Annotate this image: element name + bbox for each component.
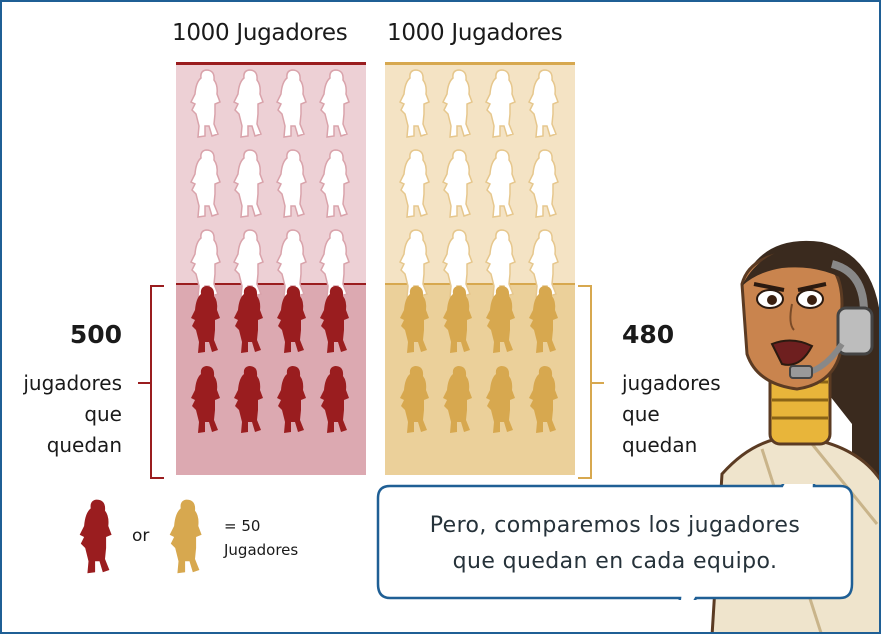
gold-lost-player-icon bbox=[436, 68, 476, 140]
gold-lost-player-icon bbox=[393, 148, 433, 220]
gold-lost-player-icon bbox=[522, 68, 562, 140]
speech-bubble bbox=[376, 484, 854, 600]
red-lost-player-icon bbox=[227, 148, 267, 220]
gold-lost-player-icon bbox=[522, 148, 562, 220]
gold-team-header: 1000 Jugadores bbox=[387, 20, 563, 46]
gold-player-icon bbox=[479, 364, 519, 436]
gold-lost-player-icon bbox=[436, 148, 476, 220]
gold-remaining-count: 480 bbox=[622, 320, 675, 349]
gold-team-column bbox=[385, 62, 575, 475]
red-lost-player-icon bbox=[270, 68, 310, 140]
gold-lost-player-icon bbox=[479, 68, 519, 140]
red-player-icon bbox=[227, 364, 267, 436]
red-team-header: 1000 Jugadores bbox=[172, 20, 348, 46]
red-lost-player-icon bbox=[227, 68, 267, 140]
gold-divider bbox=[385, 283, 575, 285]
red-lost-player-icon bbox=[184, 68, 224, 140]
speech-text: Pero, comparemos los jugadores que queda… bbox=[429, 513, 801, 574]
red-divider bbox=[176, 283, 366, 285]
gold-player-icon bbox=[393, 364, 433, 436]
red-bracket bbox=[138, 285, 164, 479]
gold-player-icon bbox=[522, 284, 562, 356]
red-team-column bbox=[176, 62, 366, 475]
red-player-icon bbox=[270, 364, 310, 436]
red-lost-player-icon bbox=[313, 68, 353, 140]
gold-player-icon bbox=[522, 364, 562, 436]
legend-equals: = 50 Jugadores bbox=[224, 517, 299, 559]
red-player-icon bbox=[184, 284, 224, 356]
red-player-icon bbox=[313, 364, 353, 436]
gold-player-icon bbox=[436, 284, 476, 356]
legend-gold-player-icon bbox=[162, 492, 206, 582]
gold-top-rule bbox=[385, 62, 575, 65]
gold-lost-player-icon bbox=[393, 68, 433, 140]
gold-lost-player-icon bbox=[479, 148, 519, 220]
legend-or: or bbox=[132, 526, 150, 546]
gold-player-icon bbox=[479, 284, 519, 356]
red-player-icon bbox=[184, 364, 224, 436]
red-player-icon bbox=[270, 284, 310, 356]
red-lost-player-icon bbox=[313, 148, 353, 220]
red-player-icon bbox=[227, 284, 267, 356]
gold-player-icon bbox=[393, 284, 433, 356]
red-remaining-count: 500 bbox=[69, 320, 122, 349]
red-remaining-label: jugadores que quedan bbox=[23, 371, 122, 457]
red-lost-player-icon bbox=[270, 148, 310, 220]
gold-remaining-label: jugadores que quedan bbox=[622, 371, 721, 457]
gold-bracket bbox=[578, 285, 604, 479]
red-top-rule bbox=[176, 62, 366, 65]
gold-player-icon bbox=[436, 364, 476, 436]
red-lost-player-icon bbox=[184, 148, 224, 220]
red-player-icon bbox=[313, 284, 353, 356]
legend-red-player-icon bbox=[72, 492, 116, 582]
